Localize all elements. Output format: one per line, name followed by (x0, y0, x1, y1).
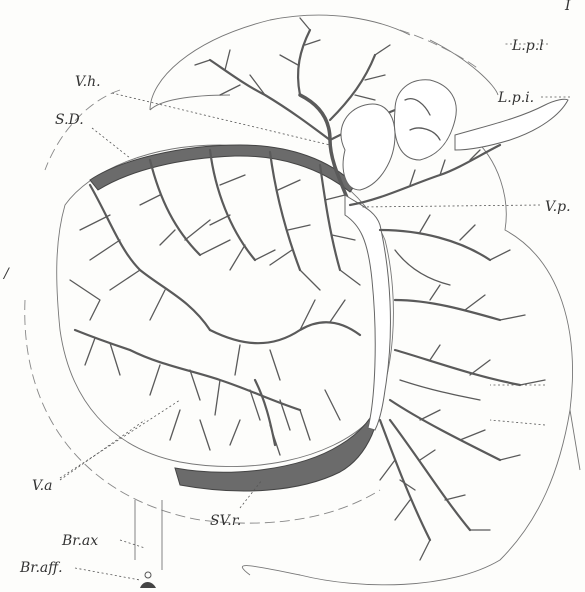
label-braff: Br.aff. (19, 560, 63, 576)
label-top-right: I (564, 0, 571, 14)
sinus-ductus (90, 145, 355, 192)
label-va: V.a (32, 478, 52, 494)
label-left-mark: / (2, 266, 10, 282)
label-svr: SV.r. (210, 513, 241, 529)
label-vp: V.p. (545, 199, 571, 215)
right-vessel-plexus (380, 215, 545, 560)
vitelline-vessels (70, 150, 360, 455)
branchial-structure (135, 500, 162, 588)
label-lpl: L.p.l (511, 38, 544, 54)
label-lpi: L.p.i. (497, 90, 534, 106)
label-sd: S.D. (55, 112, 84, 128)
label-brax: Br.ax (61, 533, 98, 549)
label-vh: V.h. (75, 74, 101, 90)
yolk-sac (57, 145, 394, 467)
